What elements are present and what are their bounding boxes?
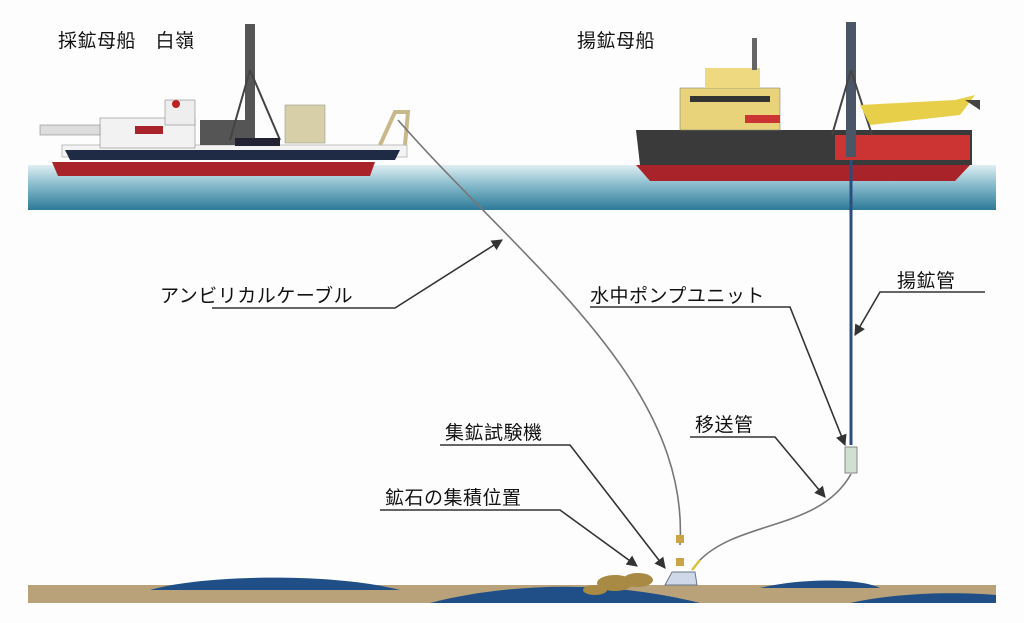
label-ore-pile: 鉱石の集積位置 [385,487,522,509]
label-mining-ship: 採鉱母船 白嶺 [58,30,195,52]
mining-ship-hakurei [39,24,411,176]
label-collector: 集鉱試験機 [445,422,543,444]
label-lifting-ship: 揚鉱母船 [577,30,656,52]
ore-pile [583,573,653,595]
lifting-ship [636,22,980,181]
transfer-pipe [699,473,852,561]
label-submersible-pump: 水中ポンプユニット [590,285,765,307]
label-transfer-pipe: 移送管 [695,414,754,436]
collector-vehicle [664,571,698,586]
label-umbilical-cable: アンビリカルケーブル [160,285,354,307]
seabed [28,571,996,603]
submersible-pump-unit [844,446,858,474]
umbilical-cable [397,119,682,546]
label-lifting-pipe: 揚鉱管 [897,270,956,292]
